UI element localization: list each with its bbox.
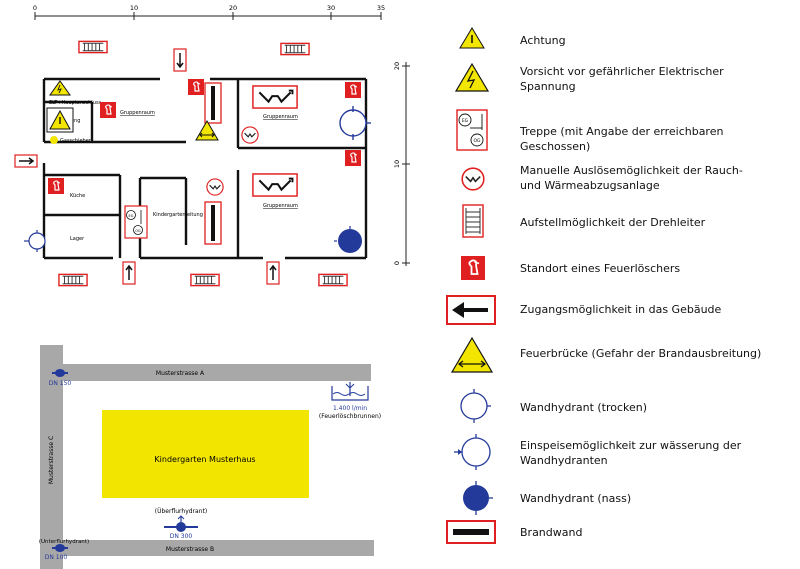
scale-tick: 10: [130, 4, 138, 12]
room-label-gasschieber: Gasschieber: [60, 138, 92, 144]
pipe-size-label: DN 150: [49, 380, 72, 387]
scale-tick: 10: [393, 160, 401, 168]
stair-label: OG: [135, 229, 141, 233]
smoke-vent-panel-icon: [252, 172, 298, 198]
legend-fire-extinguisher-icon: [461, 256, 485, 280]
hydrant-type-label: (Unterflurhydrant): [39, 539, 89, 545]
legend: EG OG: [446, 27, 496, 544]
room-label-elt: ELT+Hauptanschluss: [49, 100, 102, 106]
legend-stair-label: EG: [462, 118, 469, 124]
fire-well-flow: 1.400 l/min: [333, 405, 367, 412]
access-arrow-icon: [122, 261, 136, 285]
feed-hydrant-icon: [24, 230, 46, 252]
fire-bridge-icon: [195, 120, 219, 141]
legend-fire-bridge-icon: [450, 336, 494, 373]
street-a-label: Musterstrasse A: [156, 370, 205, 377]
legend-label-rwa: Manuelle Auslösemöglichkeit der Rauch- u…: [520, 164, 743, 192]
legend-label-achtung: Achtung: [520, 34, 566, 47]
room-label-lager: Lager: [70, 236, 85, 242]
legend-access-arrow-icon: [446, 295, 496, 325]
aerial-ladder-position-icon: [58, 273, 88, 287]
scale-tick: 30: [327, 4, 335, 12]
right-scale: 20 10 0: [393, 62, 410, 266]
room-label-gruppenraum: Gruppenraum: [120, 110, 155, 116]
aerial-ladder-position-icon: [280, 42, 310, 56]
smoke-vent-trigger-icon: [206, 178, 224, 196]
legend-label-drehleiter: Aufstellmöglichkeit der Drehleiter: [520, 216, 706, 229]
scale-tick: 0: [393, 261, 401, 265]
legend-label-feuerbruecke: Feuerbrücke (Gefahr der Brandausbreitung…: [520, 347, 762, 360]
stair-label: EG: [129, 214, 134, 218]
fire-well-icon: [331, 382, 369, 401]
street-a: [40, 364, 371, 381]
stair-icon: EG OG: [124, 205, 148, 239]
fire-well-label: (Feuerlöschbrunnen): [319, 413, 381, 420]
legend-warning-icon: [459, 27, 485, 49]
aerial-ladder-position-icon: [318, 273, 348, 287]
room-label-gruppenraum: Gruppenraum: [263, 114, 298, 120]
legend-dry-hydrant-icon: [460, 389, 491, 423]
underground-hydrant-icon: [52, 544, 68, 552]
scale-tick: 20: [229, 4, 237, 12]
legend-label-brandwand: Brandwand: [520, 526, 583, 539]
scale-tick: 20: [393, 62, 401, 70]
access-arrow-icon: [266, 261, 280, 285]
street-b: [40, 540, 374, 556]
smoke-vent-trigger-icon: [241, 126, 259, 144]
top-scale: 0 10 20 30 35: [33, 4, 385, 20]
legend-label-elektrisch: Vorsicht vor gefährlicher Elektrischer S…: [520, 65, 724, 93]
overground-hydrant-icon: [164, 515, 198, 532]
aerial-ladder-position-icon: [190, 273, 220, 287]
fire-wall-icon: [204, 82, 222, 124]
legend-smoke-vent-trigger-icon: [461, 167, 485, 191]
access-arrow-icon: [173, 48, 187, 72]
legend-label-zugang: Zugangsmöglichkeit in das Gebäude: [520, 303, 722, 316]
building-label: Kindergarten Musterhaus: [154, 455, 255, 464]
building-outline: [102, 410, 309, 498]
legend-label-einspeisung: Einspeisemöglichkeit zur wässerung der W…: [520, 439, 742, 467]
pipe-size-label: DN 300: [170, 533, 193, 540]
legend-fire-wall-icon: [446, 520, 496, 544]
fire-extinguisher-icon: [345, 150, 361, 166]
street-b-label: Musterstrasse B: [166, 546, 214, 553]
warning-icon: [46, 107, 74, 133]
street-c-label: Musterstrasse C: [48, 436, 55, 484]
fire-wall-icon: [204, 201, 222, 245]
room-label-gruppenraum: Gruppenraum: [263, 203, 298, 209]
aerial-ladder-position-icon: [78, 40, 108, 54]
scale-tick: 0: [33, 4, 37, 12]
room-labels: ELT+Hauptanschluss Heizung Gasschieber G…: [49, 100, 298, 242]
underground-hydrant-icon: [52, 369, 68, 377]
legend-feed-hydrant-icon: [454, 434, 491, 470]
legend-label-hydrant-nass: Wandhydrant (nass): [520, 492, 632, 505]
room-label-kueche: Küche: [70, 193, 85, 199]
fire-extinguisher-icon: [188, 79, 204, 95]
legend-wet-hydrant-icon: [463, 481, 493, 515]
fire-extinguisher-icon: [100, 102, 116, 118]
street-c: [40, 345, 63, 569]
legend-aerial-ladder-icon: [462, 204, 484, 238]
legend-label-treppe: Treppe (mit Angabe der erreichbaren Gesc…: [520, 125, 724, 153]
scale-tick: 35: [377, 4, 385, 12]
site-plan: Musterstrasse A Musterstrasse B Musterst…: [39, 345, 381, 569]
legend-stair-label: OG: [473, 138, 481, 144]
access-arrow-icon: [14, 154, 38, 168]
legend-electrical-warning-icon: [454, 62, 490, 92]
legend-label-feuerloescher: Standort eines Feuerlöschers: [520, 262, 681, 275]
smoke-vent-panel-icon: [252, 84, 298, 110]
room-label-kindergartenleitung: Kindergartenleitung: [153, 212, 203, 218]
gas-valve-icon: [50, 136, 58, 144]
fire-extinguisher-icon: [345, 82, 361, 98]
floor-plan-walls: [42, 77, 368, 260]
electrical-warning-icon: [49, 80, 71, 96]
legend-stair-icon: EG OG: [456, 109, 488, 151]
hydrant-type-label: (Überflurhydrant): [155, 508, 207, 515]
wet-hydrant-icon: [334, 226, 362, 253]
legend-label-hydrant-trocken: Wandhydrant (trocken): [520, 401, 648, 414]
fire-extinguisher-icon: [48, 178, 64, 194]
pipe-size-label: DN 100: [45, 554, 68, 561]
